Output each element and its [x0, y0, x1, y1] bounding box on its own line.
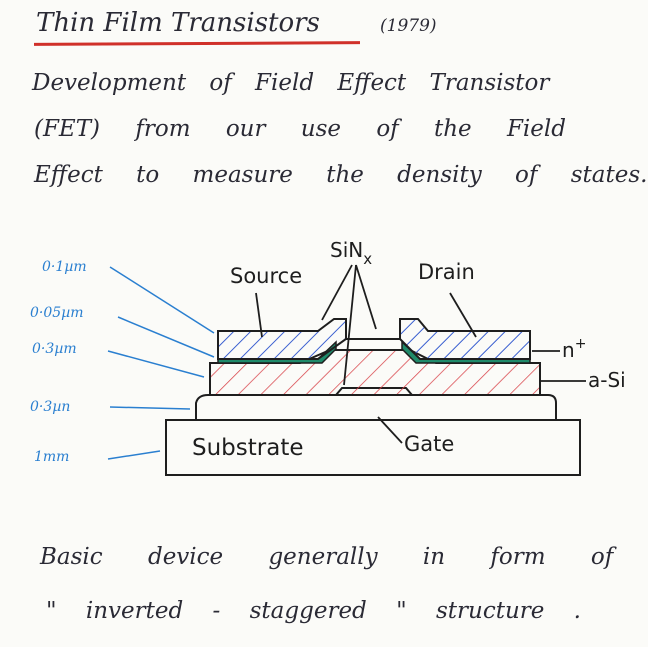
source-electrode — [217, 318, 347, 360]
thickness-leader-4 — [109, 406, 191, 410]
top-passivation-sinx — [345, 319, 401, 340]
source-label: Source — [230, 264, 302, 288]
tft-cross-section-diagram: SiNx Source Drain n+ a-Si Gate Substrate… — [30, 238, 626, 476]
a-si-label: a-Si — [588, 368, 626, 392]
thickness-label-3: 0·3µm — [32, 341, 77, 357]
thickness-annotations: 0·1µm 0·05µm 0·3µm 0·3µn 1mm — [30, 259, 215, 465]
intro-line-1: Development of Field Effect Transistor — [32, 70, 550, 96]
thickness-leader-2 — [117, 316, 215, 358]
thickness-leader-1 — [109, 266, 215, 334]
conclusion-line-1: Basic device generally in form of — [40, 544, 614, 570]
thickness-label-4: 0·3µn — [30, 399, 70, 415]
intro-line-3: Effect to measure the density of states. — [34, 162, 648, 188]
substrate-layer — [165, 419, 581, 476]
n-plus-label: n+ — [562, 336, 586, 362]
gate-label: Gate — [404, 432, 454, 456]
substrate-label: Substrate — [192, 435, 304, 461]
intro-line-2: (FET) from our use of the Field — [34, 116, 566, 142]
thickness-leader-5 — [107, 450, 161, 460]
label-leaders — [255, 264, 586, 444]
thickness-label-2: 0·05µm — [30, 305, 84, 321]
thickness-label-5: 1mm — [34, 449, 69, 465]
year-label: (1979) — [380, 16, 437, 36]
drain-label: Drain — [418, 260, 475, 284]
title-underline — [33, 41, 361, 46]
sinx-label: SiNx — [330, 238, 372, 268]
thickness-label-1: 0·1µm — [42, 259, 87, 275]
thickness-leader-3 — [107, 350, 205, 378]
drain-electrode — [399, 318, 531, 360]
conclusion-line-2: " inverted - staggered " structure . — [46, 598, 581, 624]
page-title: Thin Film Transistors — [36, 8, 320, 38]
